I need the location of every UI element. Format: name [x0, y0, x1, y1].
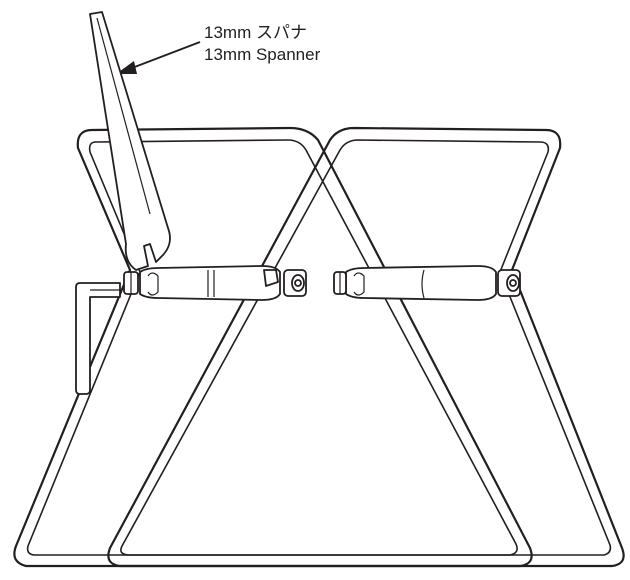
- callout-arrow: [116, 41, 201, 74]
- frame-right: [107, 126, 625, 568]
- cross-tube-left: [139, 265, 281, 301]
- bolt-right: [497, 269, 521, 297]
- frame-left: [13, 126, 533, 568]
- cross-tube-right: [345, 265, 497, 301]
- callout-arrow-line: [131, 41, 201, 69]
- hex-key-icon: [75, 282, 121, 395]
- callout-label-english: 13mm Spanner: [204, 45, 321, 64]
- joint-bolts: [123, 269, 521, 297]
- bolt-left: [123, 271, 139, 295]
- bolt-center-left: [283, 269, 307, 297]
- bolt-center-right: [333, 271, 347, 295]
- callout-arrow-head: [116, 61, 137, 74]
- spanner-icon: [89, 11, 171, 271]
- callout-label-japanese: 13mm スパナ: [204, 23, 307, 42]
- spanner-callout: 13mm スパナ 13mm Spanner: [204, 22, 320, 66]
